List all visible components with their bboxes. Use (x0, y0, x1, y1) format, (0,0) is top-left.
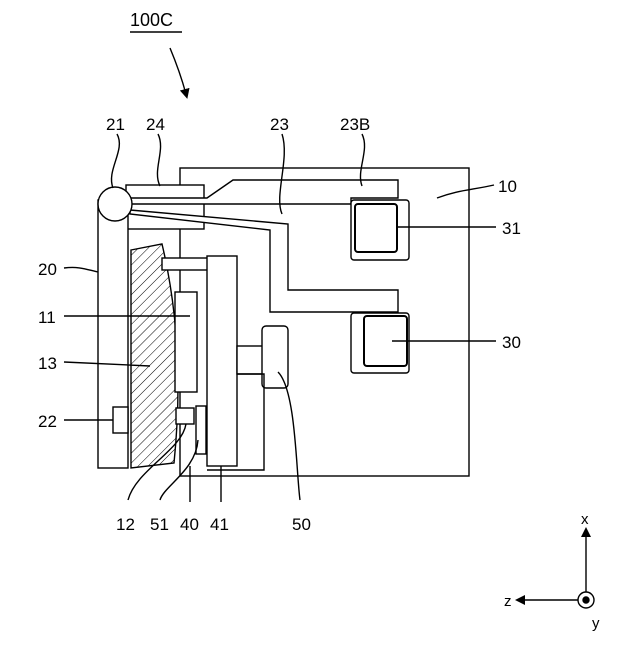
leader-24 (157, 134, 160, 186)
hinge-21 (98, 187, 132, 221)
label-23B: 23B (340, 115, 370, 134)
label-40: 40 (180, 515, 199, 534)
label-20: 20 (38, 260, 57, 279)
connector-50 (262, 326, 288, 388)
drawing-lines (64, 32, 594, 608)
label-21: 21 (106, 115, 125, 134)
title-arrow (170, 48, 186, 94)
axis-z-label: z (504, 593, 512, 610)
axis-x-label: x (581, 511, 589, 528)
mount-top (162, 258, 208, 270)
label-41: 41 (210, 515, 229, 534)
block-51 (176, 408, 194, 424)
board-41 (207, 256, 237, 466)
leader-21 (111, 134, 119, 188)
label-51: 51 (150, 515, 169, 534)
leader-20 (64, 267, 98, 272)
label-30: 30 (502, 333, 521, 352)
figure-label: 100C (130, 10, 173, 30)
label-13: 13 (38, 354, 57, 373)
chip-31-inner (355, 204, 397, 252)
label-12: 12 (116, 515, 135, 534)
label-23: 23 (270, 115, 289, 134)
axis-y-dot (583, 597, 589, 603)
sensor-11 (175, 292, 197, 392)
label-10: 10 (498, 177, 517, 196)
label-50: 50 (292, 515, 311, 534)
axis-y-label: y (592, 615, 600, 632)
connector-stem-50 (237, 346, 264, 374)
label-31: 31 (502, 219, 521, 238)
label-11: 11 (38, 308, 56, 327)
housing-24 (126, 185, 204, 229)
part-22 (113, 407, 128, 433)
label-24: 24 (146, 115, 165, 134)
lens-13 (131, 244, 178, 468)
label-22: 22 (38, 412, 57, 431)
